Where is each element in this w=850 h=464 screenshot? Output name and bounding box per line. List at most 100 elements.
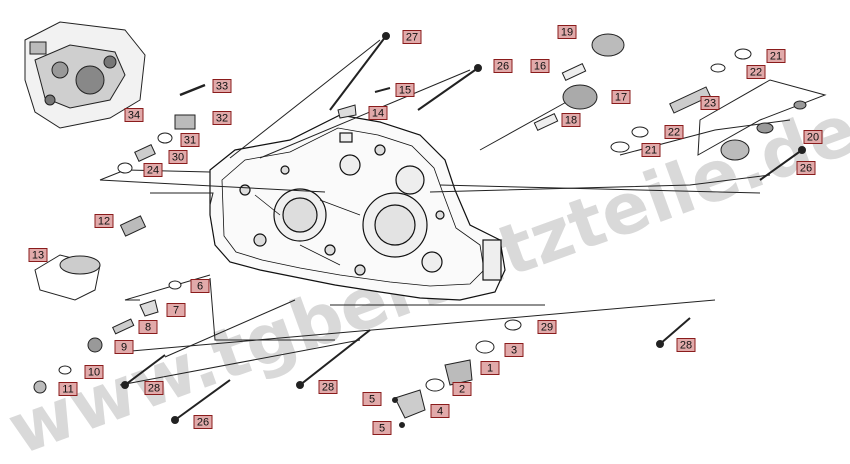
callout-label: 8 <box>145 322 151 334</box>
callout-33: 33 <box>212 79 232 93</box>
callout-16: 16 <box>530 59 550 73</box>
callout-label: 10 <box>88 367 100 379</box>
callout-22: 22 <box>664 125 684 139</box>
callout-label: 15 <box>399 85 411 97</box>
callout-label: 28 <box>148 383 160 395</box>
callout-18: 18 <box>561 113 581 127</box>
callout-24: 24 <box>143 163 163 177</box>
callout-label: 28 <box>680 340 692 352</box>
callout-23: 23 <box>700 96 720 110</box>
callout-26: 26 <box>193 415 213 429</box>
callout-22: 22 <box>746 65 766 79</box>
callout-label: 17 <box>615 92 627 104</box>
studs <box>121 32 806 424</box>
callout-box <box>180 133 200 147</box>
callout-31: 31 <box>180 133 200 147</box>
callout-13: 13 <box>28 248 48 262</box>
callout-box <box>318 380 338 394</box>
callout-label: 31 <box>184 135 196 147</box>
callout-box <box>766 49 786 63</box>
callout-label: 21 <box>645 145 657 157</box>
callout-15: 15 <box>395 83 415 97</box>
callout-27: 27 <box>402 30 422 44</box>
callout-label: 21 <box>770 51 782 63</box>
callout-label: 2 <box>459 384 465 396</box>
callout-box <box>480 361 500 375</box>
callout-3: 3 <box>504 343 524 357</box>
callout-6: 6 <box>190 279 210 293</box>
callout-label: 27 <box>406 32 418 44</box>
callout-20: 20 <box>803 130 823 144</box>
callout-box <box>641 143 661 157</box>
callout-label: 29 <box>541 322 553 334</box>
callout-label: 20 <box>807 132 819 144</box>
callout-box <box>114 340 134 354</box>
callout-5: 5 <box>362 392 382 406</box>
callout-box <box>395 83 415 97</box>
callout-box <box>28 248 48 262</box>
callout-label: 12 <box>98 216 110 228</box>
callout-box <box>803 130 823 144</box>
callout-5: 5 <box>372 421 392 435</box>
callout-box <box>368 106 388 120</box>
callout-box <box>664 125 684 139</box>
callout-label: 13 <box>32 250 44 262</box>
callout-1: 1 <box>480 361 500 375</box>
callout-box <box>84 365 104 379</box>
callout-box <box>452 382 472 396</box>
callout-19: 19 <box>557 25 577 39</box>
callout-28: 28 <box>144 381 164 395</box>
callout-label: 26 <box>197 417 209 429</box>
callout-box <box>676 338 696 352</box>
callout-34: 34 <box>124 108 144 122</box>
callout-box <box>700 96 720 110</box>
callout-9: 9 <box>114 340 134 354</box>
callout-box <box>746 65 766 79</box>
callout-box <box>124 108 144 122</box>
callout-box <box>557 25 577 39</box>
callout-label: 4 <box>437 406 443 418</box>
callout-label: 3 <box>511 345 517 357</box>
callout-label: 16 <box>534 61 546 73</box>
callout-label: 6 <box>197 281 203 293</box>
callout-label: 5 <box>379 423 385 435</box>
callout-28: 28 <box>676 338 696 352</box>
callout-11: 11 <box>58 382 78 396</box>
callout-box <box>193 415 213 429</box>
callout-17: 17 <box>611 90 631 104</box>
callout-box <box>212 79 232 93</box>
gear-part <box>591 33 625 57</box>
callout-label: 9 <box>121 342 127 354</box>
callout-label: 5 <box>369 394 375 406</box>
callout-label: 18 <box>565 115 577 127</box>
callout-box <box>611 90 631 104</box>
callout-box <box>168 150 188 164</box>
callout-label: 30 <box>172 152 184 164</box>
callout-8: 8 <box>138 320 158 334</box>
callout-label: 28 <box>322 382 334 394</box>
callout-box <box>493 59 513 73</box>
callout-21: 21 <box>641 143 661 157</box>
callout-box <box>138 320 158 334</box>
callout-label: 19 <box>561 27 573 39</box>
leader-lines <box>99 39 791 386</box>
crankcase-half <box>209 114 506 301</box>
callout-box <box>212 111 232 125</box>
callout-label: 34 <box>128 110 140 122</box>
callout-box <box>430 404 450 418</box>
callout-2: 2 <box>452 382 472 396</box>
callout-label: 24 <box>147 165 159 177</box>
callout-14: 14 <box>368 106 388 120</box>
callout-label: 22 <box>668 127 680 139</box>
callout-box <box>796 161 816 175</box>
callout-box <box>144 381 164 395</box>
callout-box <box>166 303 186 317</box>
callout-30: 30 <box>168 150 188 164</box>
callout-label: 14 <box>372 108 384 120</box>
callout-32: 32 <box>212 111 232 125</box>
callout-box <box>372 421 392 435</box>
callout-10: 10 <box>84 365 104 379</box>
callout-box <box>504 343 524 357</box>
callout-label: 33 <box>216 81 228 93</box>
